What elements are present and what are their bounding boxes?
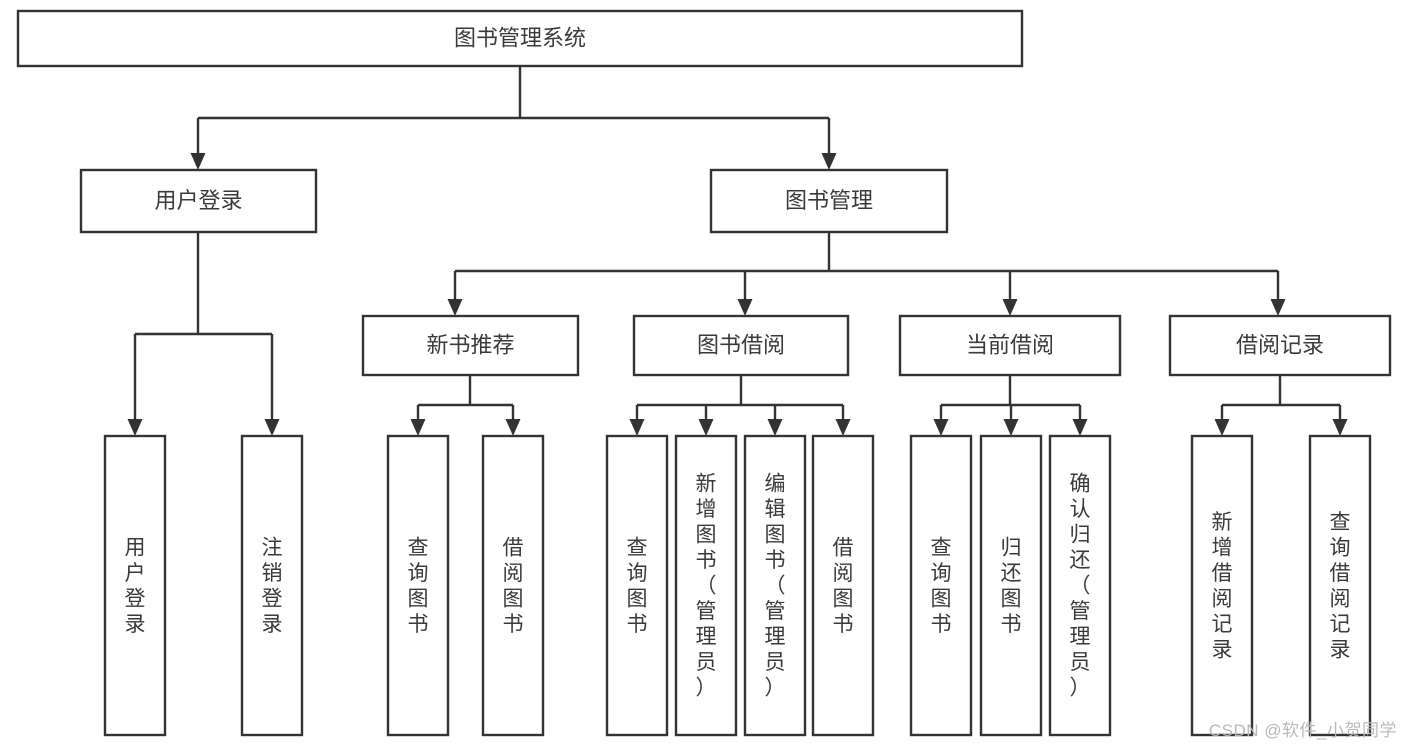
node-box-leaf[interactable] [1048,434,1112,737]
node-leaf-add-book[interactable]: 新增图书（管理员） [674,434,738,737]
node-borrow-record[interactable]: 借阅记录 [1168,314,1392,377]
node-box-leaf[interactable] [811,434,875,737]
node-current-borrow[interactable]: 当前借阅 [898,314,1122,377]
node-box-level3[interactable] [361,314,580,377]
node-user-login[interactable]: 用户登录 [79,168,318,234]
arrow-icon [1214,419,1230,436]
node-box-leaf[interactable] [674,434,738,737]
node-label: 当前借阅 [966,332,1054,357]
node-label: 借阅记录 [1236,332,1324,357]
arrow-icon [933,419,949,436]
node-box-level2[interactable] [709,168,949,234]
arrow-icon [1003,419,1019,436]
node-label: 查询图书 [931,536,952,636]
node-box-level2[interactable] [79,168,318,234]
arrow-icon [190,153,206,170]
node-leaf-query-record[interactable]: 查询借阅记录 [1308,434,1372,737]
node-box-level3[interactable] [632,314,850,377]
arrow-icon [264,419,280,436]
node-box-leaf[interactable] [979,434,1043,737]
node-leaf-query-book-3[interactable]: 查询图书 [909,434,973,737]
arrow-icon [1332,419,1348,436]
node-label: 用户登录 [154,188,242,213]
node-label: 查询图书 [408,536,429,636]
node-label: 查询借阅记录 [1330,511,1351,662]
node-box-root[interactable] [16,9,1024,68]
arrow-icon [447,299,463,316]
node-label: 注销登录 [262,536,283,636]
arrow-icon [1270,299,1286,316]
node-leaf-query-book-2[interactable]: 查询图书 [605,434,669,737]
node-label: 归还图书 [1001,536,1022,636]
csdn-watermark: CSDN @软件_小贺同学 [1208,721,1397,740]
arrow-icon [737,299,753,316]
arrow-icon [410,419,426,436]
node-label: 确认归还（管理员） [1070,473,1091,700]
node-label: 图书借阅 [697,332,785,357]
connector-record-to-leaves [1214,375,1348,436]
node-box-leaf[interactable] [240,434,304,737]
connector-current-to-leaves [933,375,1088,436]
node-label: 图书管理系统 [454,25,586,50]
node-box-leaf[interactable] [481,434,545,737]
node-book-borrow[interactable]: 图书借阅 [632,314,850,377]
arrow-icon [835,419,851,436]
node-label: 借阅图书 [833,536,854,636]
node-box-leaf[interactable] [909,434,973,737]
connector-userlogin-to-leaves [127,232,280,436]
node-label: 编辑图书（管理员） [765,473,786,700]
node-leaf-add-record[interactable]: 新增借阅记录 [1190,434,1254,737]
arrow-icon [767,419,783,436]
node-label: 新增借阅记录 [1212,511,1233,662]
connector-recommend-to-leaves [410,375,521,436]
node-box-leaf[interactable] [103,434,167,737]
arrow-icon [127,419,143,436]
node-box-leaf[interactable] [1308,434,1372,737]
node-box-leaf[interactable] [743,434,807,737]
connector-borrow-to-leaves [629,375,851,436]
connector-root-to-level2 [190,66,837,170]
node-book-manage[interactable]: 图书管理 [709,168,949,234]
node-box-leaf[interactable] [605,434,669,737]
node-leaf-return-book[interactable]: 归还图书 [979,434,1043,737]
arrow-icon [821,153,837,170]
node-leaf-user-login[interactable]: 用户登录 [103,434,167,737]
arrow-icon [698,419,714,436]
arrow-icon [1072,419,1088,436]
node-leaf-edit-book[interactable]: 编辑图书（管理员） [743,434,807,737]
connectors-layer [127,66,1348,436]
node-label: 新增图书（管理员） [696,473,717,700]
node-label: 用户登录 [125,536,146,636]
node-label: 查询图书 [627,536,648,636]
node-box-leaf[interactable] [386,434,450,737]
arrow-icon [1002,299,1018,316]
node-label: 新书推荐 [426,332,514,357]
node-leaf-borrow-book-1[interactable]: 借阅图书 [481,434,545,737]
node-label: 借阅图书 [503,536,524,636]
node-box-leaf[interactable] [1190,434,1254,737]
node-leaf-user-logout[interactable]: 注销登录 [240,434,304,737]
node-root[interactable]: 图书管理系统 [16,9,1024,68]
arrow-icon [629,419,645,436]
node-box-level3[interactable] [1168,314,1392,377]
nodes-layer: 图书管理系统用户登录图书管理新书推荐图书借阅当前借阅借阅记录用户登录注销登录查询… [16,9,1392,737]
arrow-icon [505,419,521,436]
node-label: 图书管理 [785,188,873,213]
node-box-level3[interactable] [898,314,1122,377]
connector-bookmanage-to-level3 [447,232,1286,316]
node-leaf-borrow-book-2[interactable]: 借阅图书 [811,434,875,737]
node-new-book-recommend[interactable]: 新书推荐 [361,314,580,377]
node-leaf-query-book-1[interactable]: 查询图书 [386,434,450,737]
node-leaf-confirm-return[interactable]: 确认归还（管理员） [1048,434,1112,737]
